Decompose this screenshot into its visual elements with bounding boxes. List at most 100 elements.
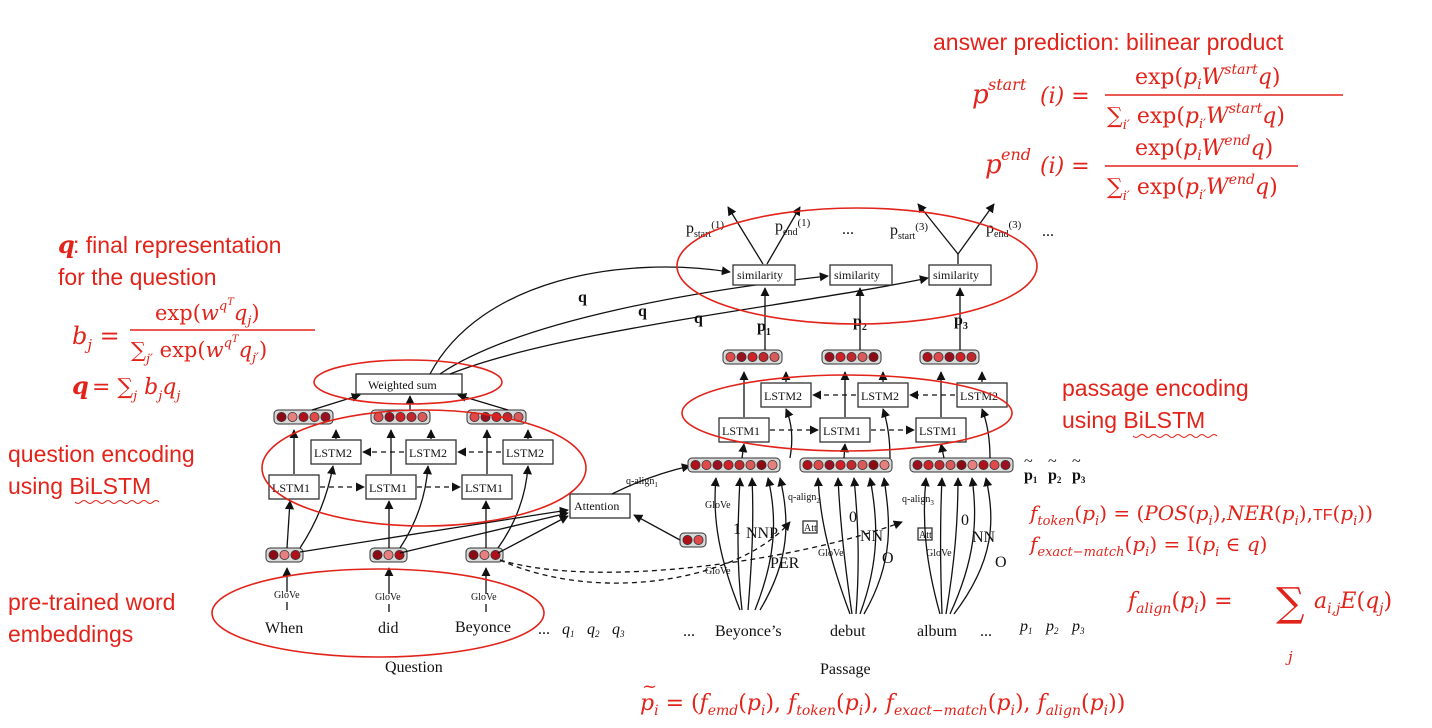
svg-text:p1: p1 [1019,618,1033,636]
svg-text:q-align3: q-align3 [902,494,934,507]
passage-feature-vector-cell [923,459,934,470]
word-album: album [917,623,958,640]
question-embedding-vector-cell [468,550,479,561]
svg-text:q-align1: q-align1 [626,476,658,489]
svg-text:Weighted sum: Weighted sum [368,378,437,392]
svg-text:GloVe: GloVe [705,500,731,511]
svg-text:∑i′ exp(pi′Wendq): ∑i′ exp(pi′Wendq) [1107,172,1278,204]
svg-text:bj =: bj = [72,322,120,354]
output-labels: pstart(1) pend(1) ... pstart(3) pend(3) … [686,217,1054,242]
svg-text:q: q [638,303,647,320]
svg-text:Att: Att [804,523,817,534]
question-embedding-vector-cell [383,550,394,561]
question-hidden-vector-cell [373,411,384,422]
svg-text:∑: ∑ [1276,580,1305,626]
svg-text:: final representation: : final representation [73,232,281,258]
passage-feature-vector-cell [934,459,945,470]
svg-text:LSTM1: LSTM1 [823,424,861,438]
svg-text:similarity: similarity [737,268,783,282]
passage-glove-vector [679,532,707,548]
passage-encoding-label-2: using BiLSTM [1062,407,1205,433]
passage-bilstm-ellipse [681,374,1013,452]
svg-text:...: ... [1042,223,1054,240]
svg-text:GloVe: GloVe [274,590,300,601]
passage-lstm2-row: LSTM2 LSTM2 LSTM2 [760,382,1008,408]
passage-hidden-vector [722,349,783,365]
svg-text:pend(3): pend(3) [986,219,1022,240]
passage-hidden-vector-cell [933,351,944,362]
svg-text:q3: q3 [612,621,625,639]
word-debut: debut [830,623,866,640]
svg-text:~: ~ [1048,453,1057,470]
question-hidden-vector-cell [298,411,309,422]
svg-text:GloVe: GloVe [818,548,844,559]
p-tilde-formula: pi = (femd(pi), ftoken(pi), fexact−match… [640,676,1125,719]
svg-text:1: 1 [733,521,741,538]
answer-prediction-ellipse [676,207,1038,325]
svg-text:∑i′ exp(pi′Wstartq): ∑i′ exp(pi′Wstartq) [1107,101,1285,133]
svg-text:exp(piWstartq): exp(piWstartq) [1135,62,1280,93]
passage-feature-vector-cell [712,459,723,470]
svg-text:p: p [972,80,989,110]
passage-feature-vector-cell [945,459,956,470]
passage-hidden-vector-cell [966,351,977,362]
svg-text:Attention: Attention [574,499,619,513]
passage-feature-vector-cell [802,459,813,470]
svg-text:similarity: similarity [933,268,979,282]
passage-hidden-vector [919,349,980,365]
svg-text:~: ~ [1024,453,1033,470]
word-beyonce: Beyonce [455,619,511,636]
svg-text:∑j′ exp(wqTqj′): ∑j′ exp(wqTqj′) [131,334,267,367]
question-lstm2-row: LSTM2 LSTM2 LSTM2 [310,439,554,465]
svg-text:...: ... [538,621,550,638]
svg-text:p: p [985,150,1002,180]
svg-text:(i) =: (i) = [1040,84,1090,109]
svg-text:LSTM2: LSTM2 [409,446,447,460]
passage-feature-vector-cell [857,459,868,470]
passage-hidden-vector-cell [769,351,780,362]
passage-hidden-vector-cell [736,351,747,362]
f-token-formula: ftoken(pi) = (POS(pi),NER(pi),TF(pi)) [1028,501,1373,529]
svg-text:p2: p2 [1048,467,1062,485]
svg-text:LSTM2: LSTM2 [764,389,802,403]
svg-text:LSTM2: LSTM2 [861,389,899,403]
question-embedding-vector-cell [490,550,501,561]
svg-text:PER: PER [770,555,800,572]
pstart-formula: p start (i) = exp(piWstartq) ∑i′ exp(pi′… [972,62,1343,133]
svg-text:for the question: for the question [58,264,217,290]
pend-formula: p end (i) = exp(piWendq) ∑i′ exp(pi′Wend… [985,133,1298,204]
svg-text:LSTM2: LSTM2 [506,446,544,460]
word-when: When [265,620,303,637]
question-embedding-vector [465,547,504,563]
passage-feature-vector-cell [701,459,712,470]
svg-text:pi = (femd(pi), ftoken(pi), fe: pi = (femd(pi), ftoken(pi), fexact−match… [640,691,1125,719]
svg-text:LSTM1: LSTM1 [919,424,957,438]
svg-text:LSTM2: LSTM2 [314,446,352,460]
svg-text:LSTM2: LSTM2 [960,389,998,403]
svg-text:p1: p1 [1024,467,1038,485]
svg-text:end: end [1001,145,1031,164]
passage-feature-vector-cell [1000,459,1011,470]
question-caption: Question [385,659,443,676]
passage-hidden-vector-cell [944,351,955,362]
svg-text:q: q [58,230,75,259]
svg-text:p2: p2 [1045,618,1059,636]
svg-text:GloVe: GloVe [375,592,401,603]
question-embedding-vector-cell [372,550,383,561]
svg-text:LSTM1: LSTM1 [369,481,407,495]
svg-text:q: q [72,371,89,400]
passage-hidden-vector-cell [955,351,966,362]
word-embedding-ellipse [211,568,545,658]
passage-hidden-vector-cell [857,351,868,362]
svg-text:q: q [694,310,703,327]
svg-text:pend(1): pend(1) [775,217,811,238]
question-encoding-label: question encoding [8,441,195,467]
svg-text:j: j [1285,648,1293,666]
passage-feature-vector-cell [956,459,967,470]
question-lstm1-row: LSTM1 LSTM1 LSTM1 [268,474,513,500]
svg-text:O: O [995,554,1007,571]
svg-text:...: ... [842,221,854,238]
passage-feature-vector-cell [912,459,923,470]
svg-text:q-align2: q-align2 [788,492,820,505]
question-embedding-vector-cell [290,550,301,561]
